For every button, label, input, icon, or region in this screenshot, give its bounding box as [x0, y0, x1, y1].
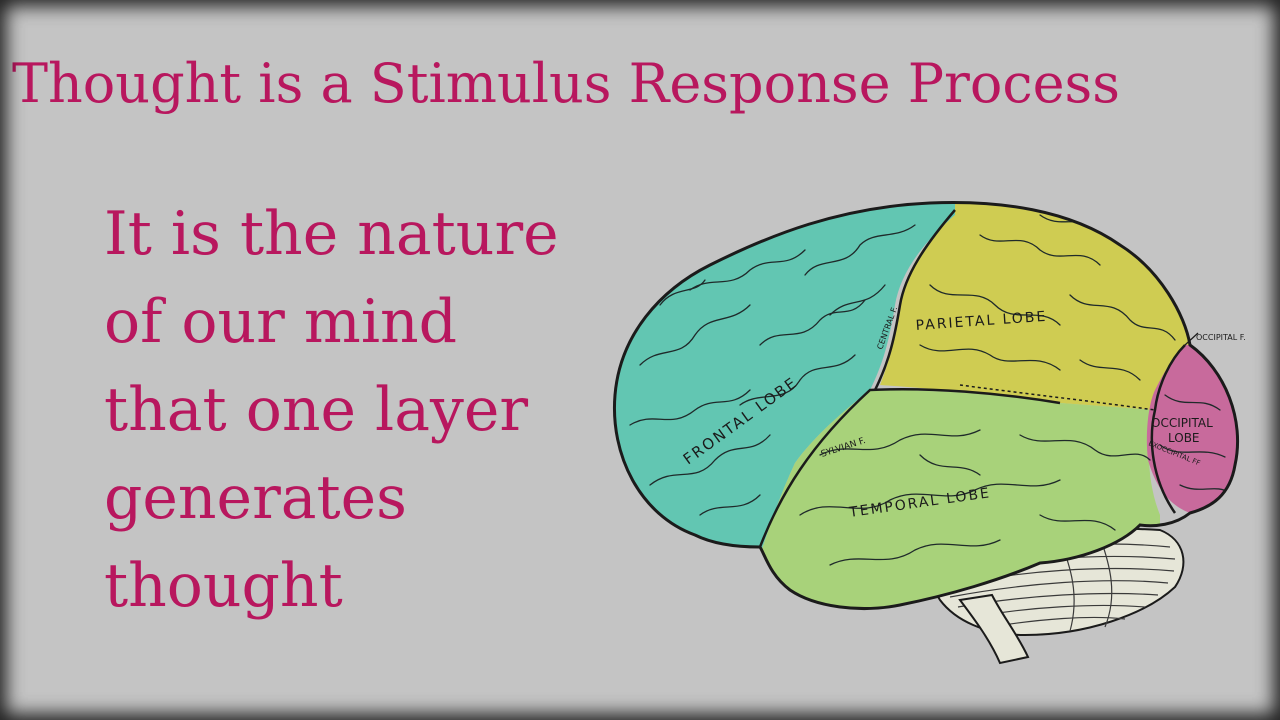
brain-outline	[612, 201, 1240, 610]
occipital-lobe-label-line2: LOBE	[1168, 431, 1200, 445]
body-line-4: generates	[104, 463, 407, 533]
occipital-fissure-label: OCCIPITAL F.	[1196, 333, 1246, 342]
occipital-lobe	[1146, 345, 1238, 525]
body-line-3: that one layer	[104, 375, 529, 445]
slide-title: Thought is a Stimulus Response Process	[12, 52, 1120, 115]
body-line-2: of our mind	[104, 287, 458, 357]
slide-body-text: It is the nature of our mind that one la…	[104, 190, 624, 630]
occipital-lobe-label-line1: OCCIPITAL	[1151, 416, 1213, 430]
brain-diagram: FRONTAL LOBE PARIETAL LOBE TEMPORAL LOBE…	[612, 201, 1246, 665]
body-line-1: It is the nature	[104, 199, 559, 269]
body-line-5: thought	[104, 551, 343, 621]
